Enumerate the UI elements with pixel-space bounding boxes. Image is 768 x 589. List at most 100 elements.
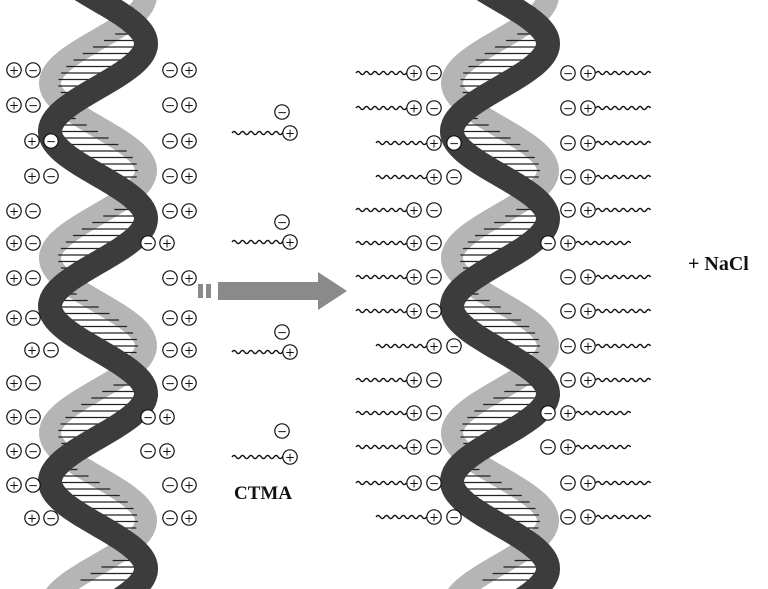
wavy-tail-icon <box>375 514 427 520</box>
dna-phosphate-bound-circle <box>426 235 442 251</box>
dna-left-phosphate-sign: − <box>28 204 38 218</box>
dna-left-cation-sign: + <box>9 204 19 218</box>
dna-phosphate-bound-circle <box>560 475 576 491</box>
wavy-tail-icon <box>595 105 652 111</box>
ctma-counter-ion-circle <box>274 104 290 120</box>
ctma-head-bound-sign: + <box>409 476 419 490</box>
dna-left-phosphate-sign: − <box>28 444 38 458</box>
wavy-tail-icon <box>595 377 652 383</box>
dna-right-cation-sign: + <box>184 134 194 148</box>
dna-left-cation-circle <box>6 310 22 326</box>
ctma-head-bound-sign: + <box>583 476 593 490</box>
ctma-head-circle <box>282 344 298 360</box>
dna-right-phosphate-sign: − <box>143 236 153 250</box>
dna-left-cation-sign: + <box>27 511 37 525</box>
ctma-head-bound-sign: + <box>563 440 573 454</box>
dna-phosphate-bound-sign: − <box>563 339 573 353</box>
ctma-head-bound-sign: + <box>429 136 439 150</box>
ctma-head-bound-circle <box>406 235 422 251</box>
ctma-counter-ion-sign: − <box>277 424 287 438</box>
wavy-tail-icon <box>231 239 288 245</box>
dna-right-phosphate-circle <box>140 409 156 425</box>
ctma-head-bound-circle <box>426 135 442 151</box>
dna-left-cation-sign: + <box>27 169 37 183</box>
dna-phosphate-bound-sign: − <box>429 101 439 115</box>
ctma-head-bound-sign: + <box>563 236 573 250</box>
ctma-head-bound-sign: + <box>409 406 419 420</box>
dna-left-cation-circle <box>24 133 40 149</box>
wavy-tail-icon <box>375 140 427 146</box>
ctma-head-bound-sign: + <box>583 203 593 217</box>
wavy-tail-icon <box>355 410 407 416</box>
dna-left-cation-circle <box>6 97 22 113</box>
dna-right-phosphate-circle <box>162 342 178 358</box>
dna-right-phosphate-circle <box>140 443 156 459</box>
dna-right-phosphate-circle <box>162 510 178 526</box>
wavy-tail-icon <box>595 140 652 146</box>
ctma-head-bound-circle <box>580 169 596 185</box>
dna-phosphate-bound-sign: − <box>543 440 553 454</box>
ctma-counter-ion-sign: − <box>277 325 287 339</box>
ctma-head-circle <box>282 449 298 465</box>
dna-phosphate-bound-circle <box>426 100 442 116</box>
dna-right-phosphate-circle <box>162 133 178 149</box>
dna-right-phosphate-sign: − <box>165 376 175 390</box>
ctma-head-bound-sign: + <box>429 510 439 524</box>
wavy-tail-icon <box>595 480 652 486</box>
dna-left-cation-sign: + <box>9 236 19 250</box>
dna-left-phosphate-circle <box>43 510 59 526</box>
dna-left-phosphate-circle <box>25 443 41 459</box>
ctma-counter-ion-sign: − <box>277 105 287 119</box>
dna-right-cation-sign: + <box>184 311 194 325</box>
ctma-head-bound-circle <box>426 509 442 525</box>
dna-right-cation-circle <box>181 97 197 113</box>
dna-left-cation-circle <box>6 270 22 286</box>
ctma-head-bound-circle <box>406 372 422 388</box>
ctma-head-bound-sign: + <box>583 270 593 284</box>
ctma-head-bound-circle <box>406 269 422 285</box>
dna-left-phosphate-sign: − <box>28 410 38 424</box>
dna-right-cation-sign: + <box>184 98 194 112</box>
dna-left-phosphate-sign: − <box>28 376 38 390</box>
wavy-tail-icon <box>355 105 407 111</box>
wavy-tail-icon <box>231 349 288 355</box>
dna-right-phosphate-sign: − <box>165 343 175 357</box>
wavy-tail-icon <box>575 240 632 246</box>
dna-right-phosphate-circle <box>162 270 178 286</box>
dna-left-cation-sign: + <box>9 444 19 458</box>
dna-phosphate-bound-sign: − <box>449 170 459 184</box>
ctma-head-bound-sign: + <box>583 304 593 318</box>
dna-right-phosphate-sign: − <box>165 511 175 525</box>
dna-right-cation-circle <box>181 62 197 78</box>
ctma-head-bound-sign: + <box>409 236 419 250</box>
dna-left-phosphate-sign: − <box>46 511 56 525</box>
dna-phosphate-bound-circle <box>426 269 442 285</box>
ctma-head-bound-sign: + <box>409 66 419 80</box>
dna-phosphate-bound-sign: − <box>563 510 573 524</box>
dna-left-cation-sign: + <box>9 98 19 112</box>
dna-phosphate-bound-circle <box>426 303 442 319</box>
dna-left-cation-circle <box>24 510 40 526</box>
dna-phosphate-bound-sign: − <box>563 476 573 490</box>
ctma-counter-ion-sign: − <box>277 215 287 229</box>
dna-right-phosphate-sign: − <box>165 134 175 148</box>
dna-left-cation-circle <box>24 342 40 358</box>
right-arrow-icon <box>198 272 347 310</box>
dna-right-cation-sign: + <box>162 236 172 250</box>
dna-strand-back <box>38 0 158 589</box>
dna-right-phosphate-sign: − <box>143 444 153 458</box>
dna-phosphate-bound-circle <box>560 372 576 388</box>
dna-left-phosphate-circle <box>25 409 41 425</box>
dna-phosphate-bound-sign: − <box>429 270 439 284</box>
ctma-head-bound-circle <box>580 135 596 151</box>
dna-phosphate-bound-circle <box>446 135 462 151</box>
dna-phosphate-bound-circle <box>560 303 576 319</box>
ctma-head-bound-circle <box>406 202 422 218</box>
wavy-tail-icon <box>375 174 427 180</box>
ctma-head-bound-sign: + <box>409 373 419 387</box>
dna-right-cation-circle <box>181 510 197 526</box>
dna-phosphate-bound-circle <box>446 169 462 185</box>
dna-left-cation-sign: + <box>27 343 37 357</box>
ctma-counter-ion-circle <box>274 324 290 340</box>
